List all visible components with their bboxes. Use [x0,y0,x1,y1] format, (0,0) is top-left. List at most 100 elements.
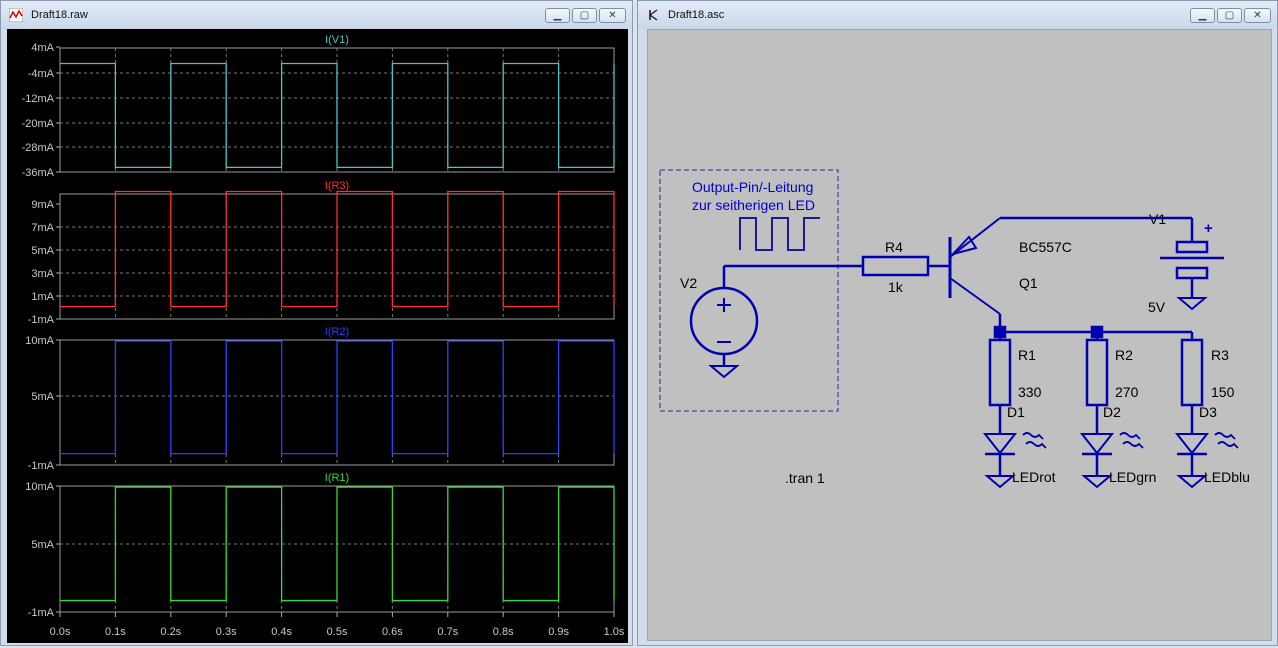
schematic-canvas[interactable]: Output-Pin/-Leitung zur seitherigen LED … [647,29,1272,641]
ground-icon [1176,297,1208,311]
y-tick-label: -20mA [22,118,55,130]
ground-icon [1176,475,1208,489]
note-line2: zur seitherigen LED [692,197,815,213]
r1-label: R1 [1018,347,1036,363]
waveform-window-title: Draft18.raw [31,9,88,21]
v1-plus: + [1204,220,1213,237]
ground-icon [708,365,740,379]
r2-label: R2 [1115,347,1133,363]
y-tick-label: 5mA [31,245,54,257]
d1-label: D1 [1007,404,1025,420]
x-tick-label: 0.7s [437,626,458,638]
v1-value: 5V [1148,299,1166,315]
d1-model: LEDrot [1012,469,1056,485]
plot-area[interactable]: 4mA -4mA -12mA -20mA -28mA -36mA I(V1) 9mA 7mA 5m… [7,29,628,643]
schematic-drawing[interactable]: Output-Pin/-Leitung zur seitherigen LED … [648,30,1273,642]
trace-ir1 [60,486,615,602]
y-tick-label: 3mA [31,268,54,280]
close-icon: ✕ [608,10,617,21]
v1-label: V1 [1149,211,1166,227]
q1-emitter [949,217,1001,258]
waveform-plot[interactable]: 4mA -4mA -12mA -20mA -28mA -36mA I(V1) 9mA 7mA 5m… [7,29,628,643]
y-tick-label: 1mA [31,291,54,303]
y-tick-label: 9mA [31,199,54,211]
maximize-icon: ▢ [1224,10,1235,21]
r2-value: 270 [1115,384,1139,400]
r1-value: 330 [1018,384,1042,400]
r4-resistor [861,255,930,277]
waveform-titlebar[interactable]: Draft18.raw ▁ ▢ ✕ [1,1,632,29]
tran-directive: .tran 1 [785,470,825,486]
r4-value: 1k [888,279,904,295]
v2-label: V2 [680,275,697,291]
q1-arrow-icon [949,235,978,256]
y-tick-label: -1mA [28,607,55,619]
y-tick-label: 10mA [25,335,54,347]
y-tick-label: -1mA [28,314,55,326]
ground-icon [984,475,1016,489]
annotation-box [659,169,839,412]
y-tick-label: 5mA [31,391,54,403]
trace-iv1 [60,62,615,169]
d3-label: D3 [1199,404,1217,420]
q1-label: Q1 [1019,275,1038,291]
minimize-icon: ▁ [1198,10,1207,21]
y-tick-label: -1mA [28,460,55,472]
y-tick-label: 5mA [31,539,54,551]
x-tick-label: 0.8s [493,626,514,638]
y-tick-label: -36mA [22,167,55,179]
d2-label: D2 [1103,404,1121,420]
r2-resistor [1085,338,1109,407]
minimize-button[interactable]: ▁ [545,8,570,23]
schematic-titlebar[interactable]: Draft18.asc ▁ ▢ ✕ [638,1,1277,29]
y-tick-label: -28mA [22,142,55,154]
d3-model: LEDblu [1204,469,1250,485]
trace-ir2 [60,340,615,455]
d3-led [1174,433,1210,455]
note-line1: Output-Pin/-Leitung [692,179,813,195]
y-tick-label: 10mA [25,481,54,493]
pane-title: I(R3) [325,180,349,192]
v1-battery [1175,240,1209,254]
y-tick-label: -12mA [22,93,55,105]
minimize-icon: ▁ [553,10,562,21]
pulse-symbol [739,217,820,251]
x-tick-label: 0.0s [50,626,71,638]
x-tick-label: 1.0s [604,626,625,638]
d2-led [1079,433,1115,455]
x-tick-label: 0.3s [216,626,237,638]
r3-resistor [1180,338,1204,407]
x-tick-label: 0.5s [327,626,348,638]
waveform-window: Draft18.raw ▁ ▢ ✕ 4mA -4mA -12mA -20mA -28mA… [0,0,633,646]
x-tick-label: 0.2s [160,626,181,638]
waveform-app-icon [9,8,23,22]
x-tick-label: 0.1s [105,626,126,638]
schematic-window-title: Draft18.asc [668,9,725,21]
x-tick-label: 0.6s [382,626,403,638]
r1-resistor [988,338,1012,407]
y-tick-label: 4mA [31,42,54,54]
pane-title: I(R1) [325,472,349,484]
maximize-button[interactable]: ▢ [572,8,597,23]
r3-label: R3 [1211,347,1229,363]
schematic-window: Draft18.asc ▁ ▢ ✕ [637,0,1278,646]
schematic-app-icon [649,9,658,21]
pane-title: I(R2) [325,326,349,338]
x-tick-label: 0.4s [271,626,292,638]
d2-model: LEDgrn [1109,469,1156,485]
pane-title: I(V1) [325,34,349,46]
minimize-button[interactable]: ▁ [1190,8,1215,23]
d1-led [982,433,1018,455]
v2-source [689,286,759,356]
close-button[interactable]: ✕ [1244,8,1271,23]
trace-ir3 [60,190,615,308]
r3-value: 150 [1211,384,1235,400]
x-tick-label: 0.9s [548,626,569,638]
y-tick-label: 7mA [31,222,54,234]
q1-collector [949,277,1001,315]
maximize-button[interactable]: ▢ [1217,8,1242,23]
y-tick-label: -4mA [28,68,55,80]
close-icon: ✕ [1253,10,1262,21]
light-emission-icon [1022,432,1239,449]
close-button[interactable]: ✕ [599,8,626,23]
